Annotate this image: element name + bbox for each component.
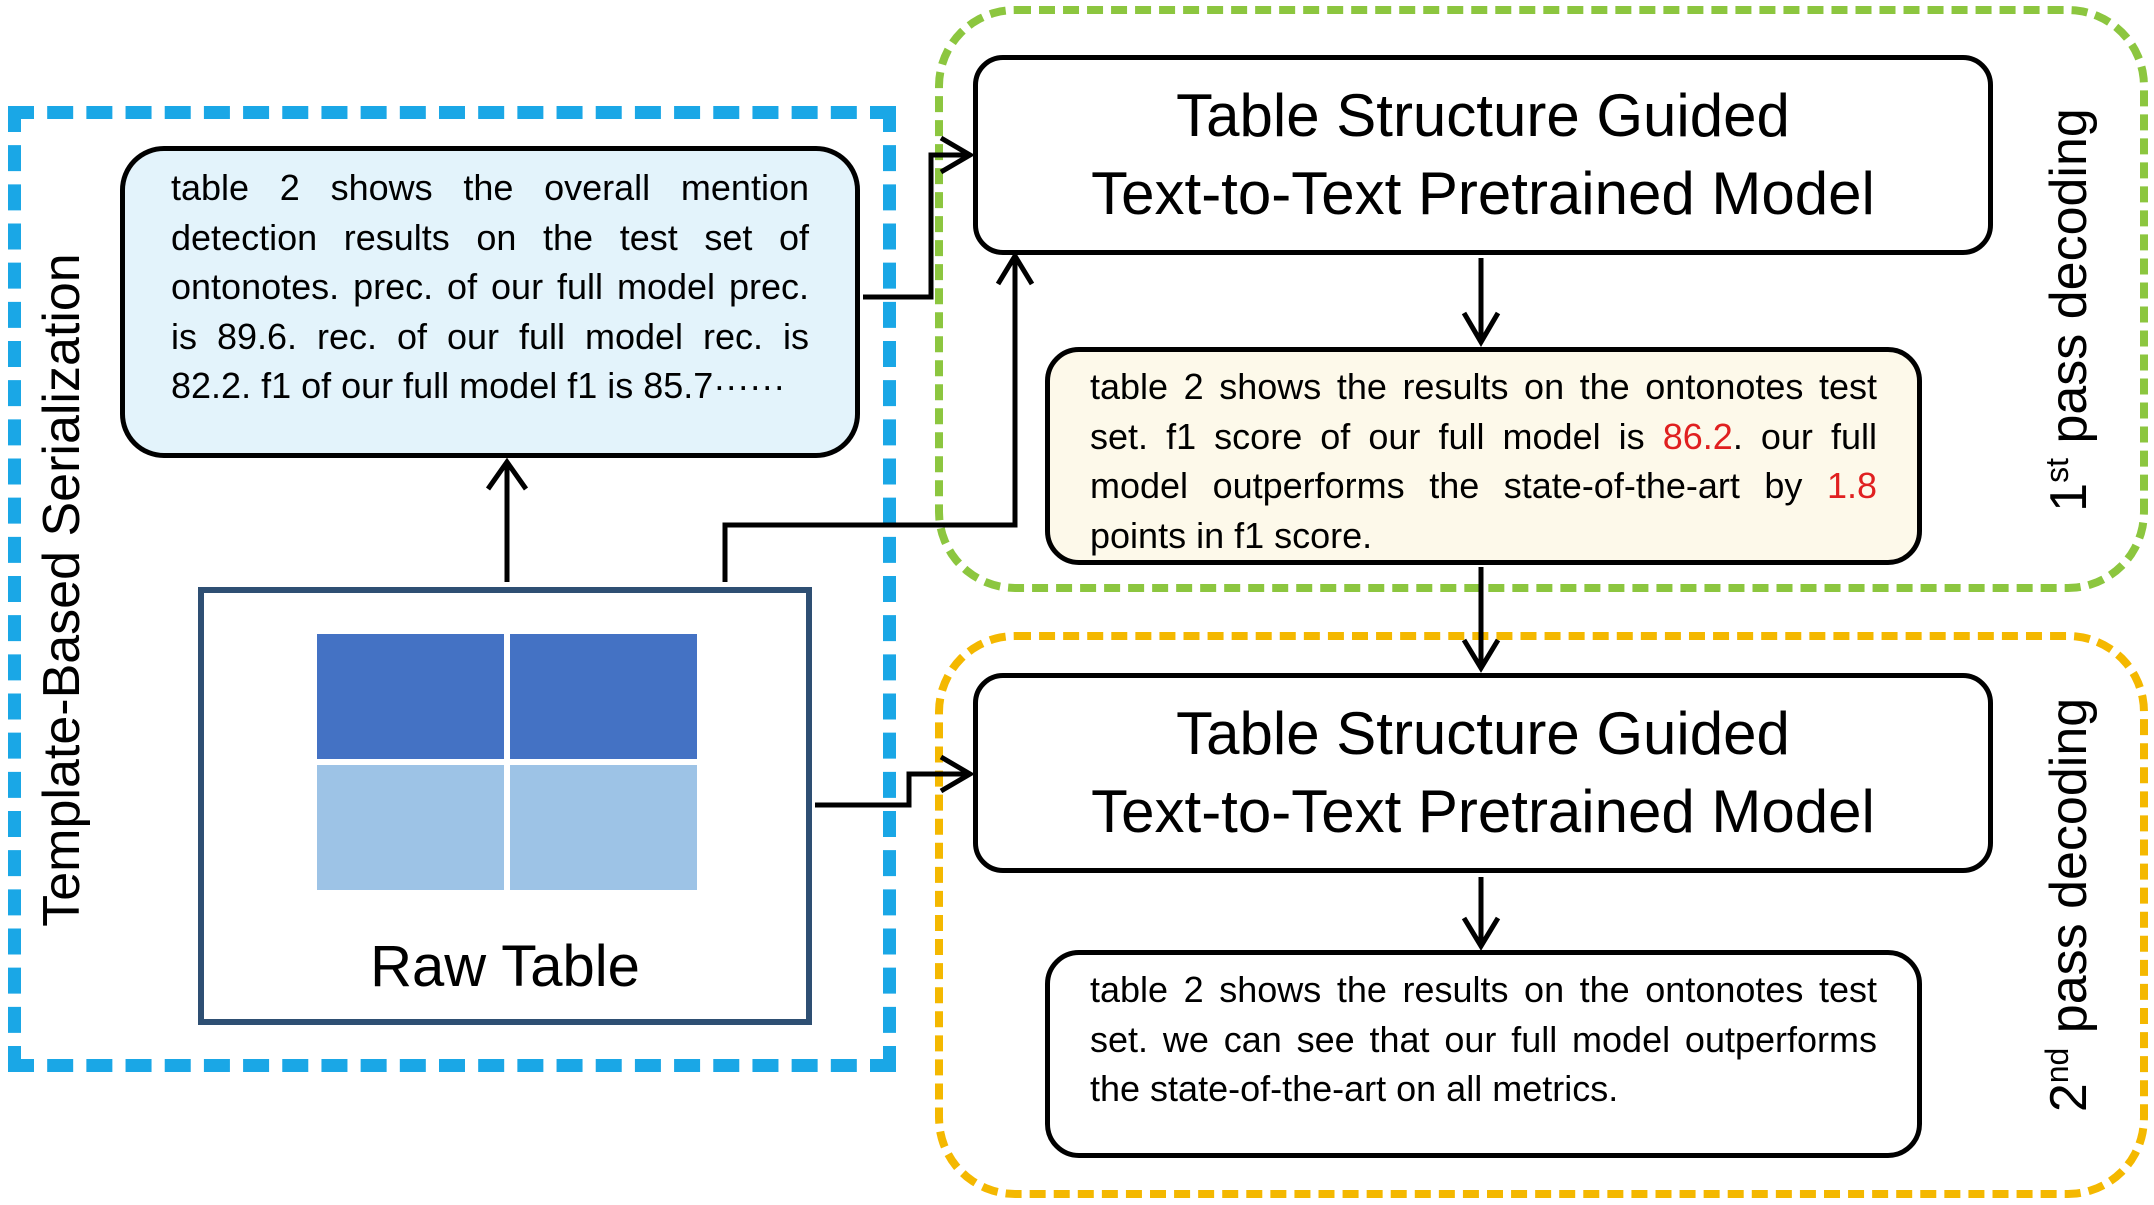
model-title-line1: Table Structure Guided	[1176, 700, 1790, 767]
table-cell	[510, 765, 697, 890]
table-cell	[317, 634, 504, 759]
highlight-margin: 1.8	[1826, 465, 1877, 506]
second-pass-model-box: Table Structure Guided Text-to-Text Pret…	[973, 673, 1993, 873]
arrowhead	[1461, 638, 1501, 673]
second-pass-output-box: table 2 shows the results on the ontonot…	[1045, 950, 1922, 1158]
raw-table-box: Raw Table	[198, 587, 812, 1025]
model-title-line1: Table Structure Guided	[1176, 82, 1790, 149]
highlight-f1-score: 86.2	[1662, 415, 1733, 457]
model-title-line2: Text-to-Text Pretrained Model	[1091, 778, 1875, 845]
arrowhead	[939, 135, 975, 175]
arrowhead	[995, 251, 1035, 286]
output-text: table 2 shows the results on the ontonot…	[1090, 969, 1877, 1109]
arrow-table-to-second-model	[815, 771, 968, 808]
arrowhead	[1461, 916, 1501, 951]
second-pass-group	[935, 632, 2148, 1198]
raw-table-label: Raw Table	[370, 934, 640, 999]
serialized-text: table 2 shows the overall mention detect…	[171, 167, 809, 406]
first-pass-output-box: table 2 shows the results on the ontonot…	[1045, 347, 1922, 565]
model-title-line2: Text-to-Text Pretrained Model	[1091, 160, 1875, 227]
output-text: . our full model outperforms the state-o…	[1090, 415, 1877, 507]
arrow-serialization-to-model	[863, 152, 968, 300]
output-text: points in f1 score.	[1090, 514, 1373, 556]
arrowhead	[939, 754, 975, 794]
first-pass-group	[935, 6, 2148, 592]
arrowhead	[485, 457, 529, 491]
first-pass-model-box: Table Structure Guided Text-to-Text Pret…	[973, 55, 1993, 255]
arrowhead	[1461, 311, 1501, 347]
serialized-text-box: table 2 shows the overall mention detect…	[120, 146, 860, 458]
table-cell	[510, 634, 697, 759]
table-cell	[317, 765, 504, 890]
arrow-table-to-first-model	[722, 258, 1018, 582]
output-text: table 2 shows the results on the ontonot…	[1090, 366, 1877, 457]
serialization-group	[8, 106, 896, 1072]
